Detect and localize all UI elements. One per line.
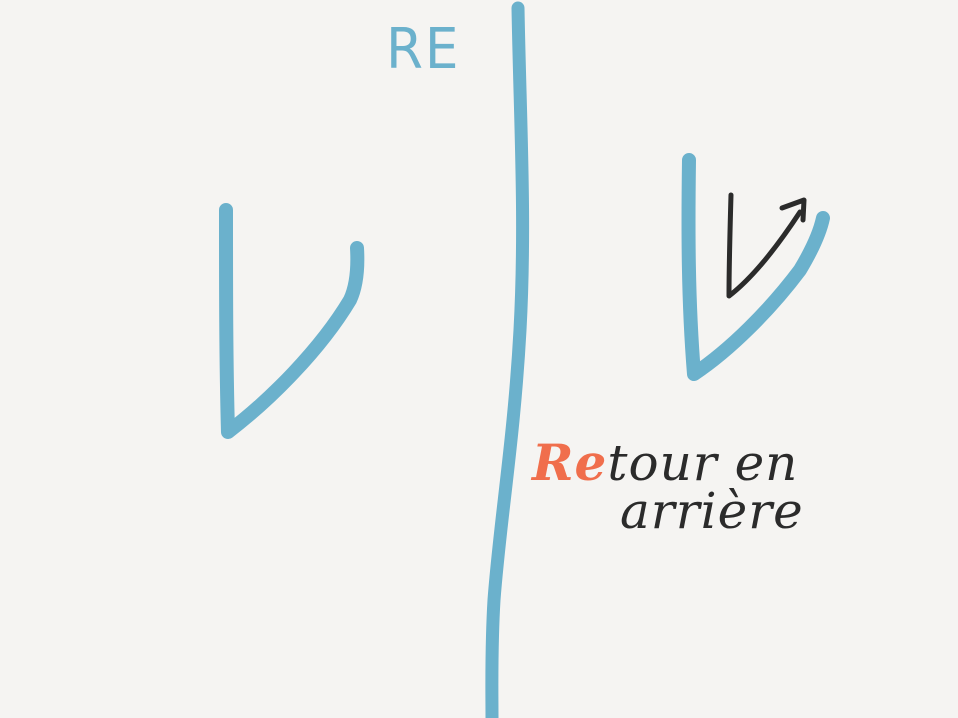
back-arrow-stroke xyxy=(726,192,803,299)
arrow-head-icon xyxy=(779,197,807,223)
divider-line xyxy=(485,1,530,718)
heading-text: RE xyxy=(386,17,461,82)
note-prefix: Re xyxy=(532,433,608,492)
left-v-shape xyxy=(219,203,365,439)
heading-re: RE xyxy=(386,22,460,78)
note-rest: tour en xyxy=(607,434,799,492)
note-line2-text: arrière xyxy=(620,482,804,540)
right-v-shape xyxy=(681,153,830,381)
note-line-1: Retour en xyxy=(532,438,798,489)
note-line-2: arrière xyxy=(620,486,804,536)
